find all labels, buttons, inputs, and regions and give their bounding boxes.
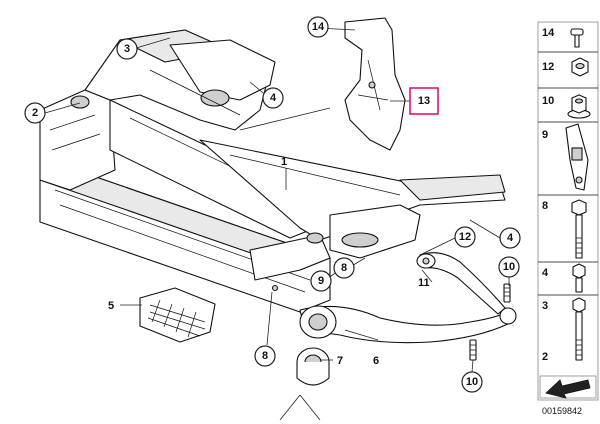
flange-nut-icon (567, 94, 591, 119)
side-item-2-label: 2 (542, 351, 548, 363)
callout-4-right: 4 (499, 227, 521, 249)
callout-10-top-label: 10 (503, 261, 515, 273)
callout-4-top: 4 (262, 87, 284, 109)
rubber-bushing-part (296, 347, 330, 386)
callout-6-label: 6 (373, 355, 379, 367)
side-item-3-label: 3 (542, 300, 548, 312)
callout-3-top-label: 3 (124, 43, 130, 55)
ball-joint-top (503, 283, 511, 303)
heat-shield-part (344, 17, 406, 151)
callout-11-label: 11 (418, 277, 430, 289)
callout-10-bottom-label: 10 (466, 376, 478, 388)
callout-9-label: 9 (318, 275, 324, 287)
direction-arrow-icon (539, 375, 597, 399)
long-bolt-icon (571, 199, 587, 259)
callout-8-bottom: 8 (254, 345, 276, 367)
callout-5: 5 (108, 300, 114, 312)
callout-11: 11 (418, 277, 430, 289)
side-item-10-label: 10 (542, 95, 554, 107)
callout-5-label: 5 (108, 300, 114, 312)
side-item-4-label: 4 (542, 267, 549, 279)
diagram-id-label: 00159842 (542, 406, 582, 416)
screw-icon (570, 28, 584, 48)
callout-12: 12 (454, 226, 476, 248)
callout-4-right-label: 4 (507, 232, 514, 244)
callout-8-mid-label: 8 (341, 262, 347, 274)
fastener-side-panel: 14 12 10 9 8 (537, 21, 599, 416)
callout-12-label: 12 (459, 231, 471, 243)
tension-strut-part (416, 252, 506, 315)
callout-13-label: 13 (418, 95, 430, 107)
front-axle-subframe (39, 29, 506, 313)
callout-4-top-label: 4 (270, 92, 277, 104)
callout-7-label: 7 (337, 355, 343, 367)
callout-7: 7 (337, 355, 343, 367)
callout-6: 6 (373, 355, 379, 367)
washer-bolt-icon (572, 297, 586, 361)
callout-1: 1 (281, 156, 287, 168)
callout-14-top: 14 (307, 16, 329, 38)
callout-2-left: 2 (24, 102, 46, 124)
callout-13-highlighted: 13 (409, 87, 439, 115)
callout-8-bottom-label: 8 (262, 350, 268, 362)
callout-14-top-label: 14 (312, 21, 325, 33)
callout-10-top: 10 (498, 256, 520, 278)
hex-nut-icon (571, 57, 589, 77)
side-item-9-label: 9 (542, 129, 548, 141)
short-bolt-icon (572, 263, 586, 293)
side-item-12-label: 12 (542, 61, 554, 73)
ball-joint-bottom (469, 339, 477, 361)
callout-8-mid: 8 (333, 257, 355, 279)
callout-2-left-label: 2 (32, 107, 38, 119)
underbody-guard-part (139, 287, 216, 343)
callout-10-bottom: 10 (461, 371, 483, 393)
callout-3-top: 3 (116, 38, 138, 60)
bracket-clip-icon (565, 123, 589, 191)
wishbone-part (299, 305, 517, 344)
side-item-8-label: 8 (542, 200, 548, 212)
side-item-14-label: 14 (542, 27, 555, 39)
callout-1-label: 1 (281, 156, 287, 168)
callout-9: 9 (310, 270, 332, 292)
